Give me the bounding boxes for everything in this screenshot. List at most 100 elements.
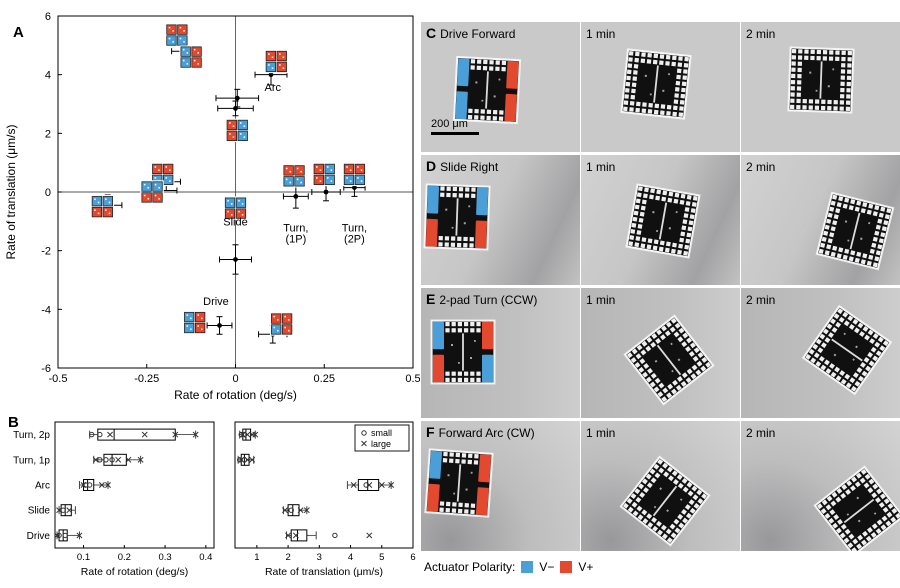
svg-text:-0.25: -0.25 <box>134 373 159 385</box>
svg-text:(2P): (2P) <box>344 234 365 246</box>
svg-text:0.5: 0.5 <box>405 373 420 385</box>
time-label: 1 min <box>586 160 616 174</box>
panel-letter: D <box>426 158 437 174</box>
svg-text:4: 4 <box>45 70 51 82</box>
svg-text:Rate of translation (μm/s): Rate of translation (μm/s) <box>4 125 18 260</box>
svg-text:Drive: Drive <box>203 296 229 308</box>
actuator-polarity-legend: Actuator Polarity: V− V+ <box>424 560 593 574</box>
svg-text:0.3: 0.3 <box>158 552 171 563</box>
svg-text:0.1: 0.1 <box>77 552 90 563</box>
svg-text:4: 4 <box>348 552 353 563</box>
v-plus-label: V+ <box>578 560 594 574</box>
v-minus-label: V− <box>539 560 555 574</box>
svg-text:6: 6 <box>45 11 51 23</box>
robot-image <box>619 455 711 547</box>
svg-text:Turn, 1p: Turn, 1p <box>13 455 50 466</box>
motion-mode-title: Drive Forward <box>440 27 516 41</box>
robot-image <box>423 183 491 251</box>
micrograph-c-frame-1: 1 min <box>581 22 740 152</box>
svg-text:(1P): (1P) <box>285 234 306 246</box>
time-label: 1 min <box>586 27 616 41</box>
robot-image <box>801 304 893 396</box>
motion-mode-title: 2-pad Turn (CCW) <box>439 293 538 307</box>
micrograph-c-frame-2: 2 min <box>741 22 900 152</box>
svg-text:Rate of translation (μm/s): Rate of translation (μm/s) <box>265 566 383 578</box>
scale-bar-label: 200 μm <box>431 118 468 130</box>
svg-text:3: 3 <box>317 552 322 563</box>
robot-image <box>430 319 496 385</box>
robot-image <box>424 448 494 518</box>
svg-text:Arc: Arc <box>265 82 282 94</box>
robot-image <box>623 314 715 406</box>
svg-text:Turn, 2p: Turn, 2p <box>13 430 50 441</box>
time-label: 1 min <box>586 293 616 307</box>
svg-text:0: 0 <box>45 187 51 199</box>
micrograph-e-frame-2: 2 min <box>741 288 900 418</box>
motion-mode-title: Slide Right <box>440 160 499 174</box>
robot-image <box>815 191 895 271</box>
micrograph-f-frame-1: 1 min <box>581 421 740 551</box>
svg-text:Rate of rotation (deg/s): Rate of rotation (deg/s) <box>174 388 297 402</box>
micrograph-d-frame-1: 1 min <box>581 155 740 285</box>
svg-text:6: 6 <box>410 552 415 563</box>
svg-text:large: large <box>371 439 391 449</box>
micrograph-d-frame-2: 2 min <box>741 155 900 285</box>
svg-text:-4: -4 <box>41 304 51 316</box>
svg-text:Turn,: Turn, <box>283 223 308 235</box>
robot-image <box>787 46 855 114</box>
svg-text:2: 2 <box>285 552 290 563</box>
micrograph-f-frame-2: 2 min <box>741 421 900 551</box>
svg-text:2: 2 <box>45 128 51 140</box>
svg-text:0: 0 <box>232 373 238 385</box>
v-plus-swatch <box>560 561 573 573</box>
time-label: 2 min <box>746 426 776 440</box>
svg-text:Turn,: Turn, <box>342 223 367 235</box>
svg-text:Drive: Drive <box>27 531 51 542</box>
scale-bar: 200 μm <box>431 118 479 135</box>
svg-text:0.4: 0.4 <box>199 552 212 563</box>
svg-text:Slide: Slide <box>223 217 247 229</box>
svg-text:0.25: 0.25 <box>314 373 335 385</box>
time-label: 2 min <box>746 160 776 174</box>
robot-image <box>452 55 522 125</box>
svg-text:Slide: Slide <box>28 506 51 517</box>
panel-letter: C <box>426 25 437 41</box>
robot-image <box>813 465 900 551</box>
time-label: 2 min <box>746 293 776 307</box>
robot-image <box>620 48 692 120</box>
svg-text:0.2: 0.2 <box>118 552 131 563</box>
motion-mode-title: Forward Arc (CW) <box>438 426 535 440</box>
v-minus-swatch <box>521 561 534 573</box>
robot-image <box>625 183 701 259</box>
polarity-label: Actuator Polarity: <box>424 560 516 574</box>
svg-text:5: 5 <box>379 552 384 563</box>
svg-text:1: 1 <box>254 552 259 563</box>
svg-text:-6: -6 <box>41 363 51 375</box>
panel-a-label: A <box>13 24 24 41</box>
svg-text:-0.5: -0.5 <box>49 373 68 385</box>
svg-text:Arc: Arc <box>35 481 50 492</box>
svg-text:-2: -2 <box>41 246 51 258</box>
micrograph-e-frame-1: 1 min <box>581 288 740 418</box>
svg-text:small: small <box>371 428 392 438</box>
panel-letter: F <box>426 424 435 440</box>
panel-letter: E <box>426 291 436 307</box>
panel-b-label: B <box>8 414 19 431</box>
